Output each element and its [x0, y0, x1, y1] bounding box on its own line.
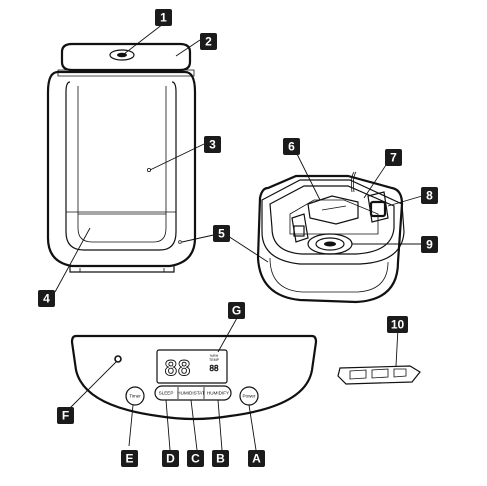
callout-3-label: 3 [209, 138, 216, 152]
callout-9: 9 [421, 236, 438, 253]
base-marker [178, 240, 182, 244]
callout-E-label: E [125, 452, 133, 466]
display-label-rh: %RH [210, 354, 219, 358]
power-button[interactable]: Power [239, 386, 259, 406]
callout-B: B [212, 450, 229, 467]
timer-button[interactable]: Timer [125, 386, 145, 406]
top-lid [57, 42, 195, 77]
callout-C-label: C [191, 452, 200, 466]
humidistat-button[interactable]: HUMIDISTAT [177, 391, 205, 396]
callout-5-label: 5 [218, 227, 225, 241]
callout-8-label: 8 [426, 189, 433, 203]
callout-1-label: 1 [160, 11, 167, 25]
humidify-button[interactable]: HUMIDIFY [207, 391, 229, 396]
callout-10: 10 [387, 316, 408, 333]
callout-G-label: G [232, 304, 241, 318]
callout-F-label: F [62, 409, 69, 423]
callout-A: A [248, 450, 265, 467]
sleep-button-label: SLEEP [159, 391, 174, 396]
humidifier-unit [46, 70, 197, 273]
callout-5: 5 [213, 225, 230, 242]
power-button-label: Power [242, 394, 255, 399]
callout-8: 8 [421, 187, 438, 204]
display-small-digits: 88 [210, 364, 219, 373]
callout-D-label: D [166, 452, 175, 466]
humidistat-button-label: HUMIDISTAT [177, 391, 205, 396]
callout-A-label: A [252, 452, 261, 466]
callout-7: 7 [385, 149, 402, 166]
display-digits: 88 [165, 356, 191, 381]
callout-7-label: 7 [390, 151, 397, 165]
lcd-display [156, 349, 228, 384]
base-unit [256, 171, 405, 304]
callout-B-label: B [216, 452, 225, 466]
control-panel: 88 %RH TEMP 88 SLEEP HUMIDISTAT HUMIDIFY… [70, 334, 318, 421]
leader-lines [54, 23, 423, 451]
callout-G: G [228, 302, 245, 319]
callout-3: 3 [204, 136, 221, 153]
callout-C: C [187, 450, 204, 467]
callout-2-label: 2 [205, 35, 212, 49]
humidify-button-label: HUMIDIFY [207, 391, 229, 396]
callout-6: 6 [283, 138, 300, 155]
callout-10-label: 10 [391, 318, 405, 332]
callout-2: 2 [200, 33, 217, 50]
callout-9-label: 9 [426, 238, 433, 252]
callout-D: D [162, 450, 179, 467]
sleep-button[interactable]: SLEEP [159, 391, 174, 396]
button-strip [154, 385, 232, 401]
callout-F: F [57, 407, 74, 424]
humidity-sensor [114, 355, 122, 363]
callout-1: 1 [155, 9, 172, 26]
display-label-temp: TEMP [209, 358, 220, 362]
callout-E: E [121, 450, 138, 467]
filter-cartridge [337, 365, 421, 385]
timer-button-label: Timer [129, 394, 141, 399]
callout-4-label: 4 [43, 292, 50, 306]
callout-6-label: 6 [288, 140, 295, 154]
callout-4: 4 [38, 290, 55, 307]
